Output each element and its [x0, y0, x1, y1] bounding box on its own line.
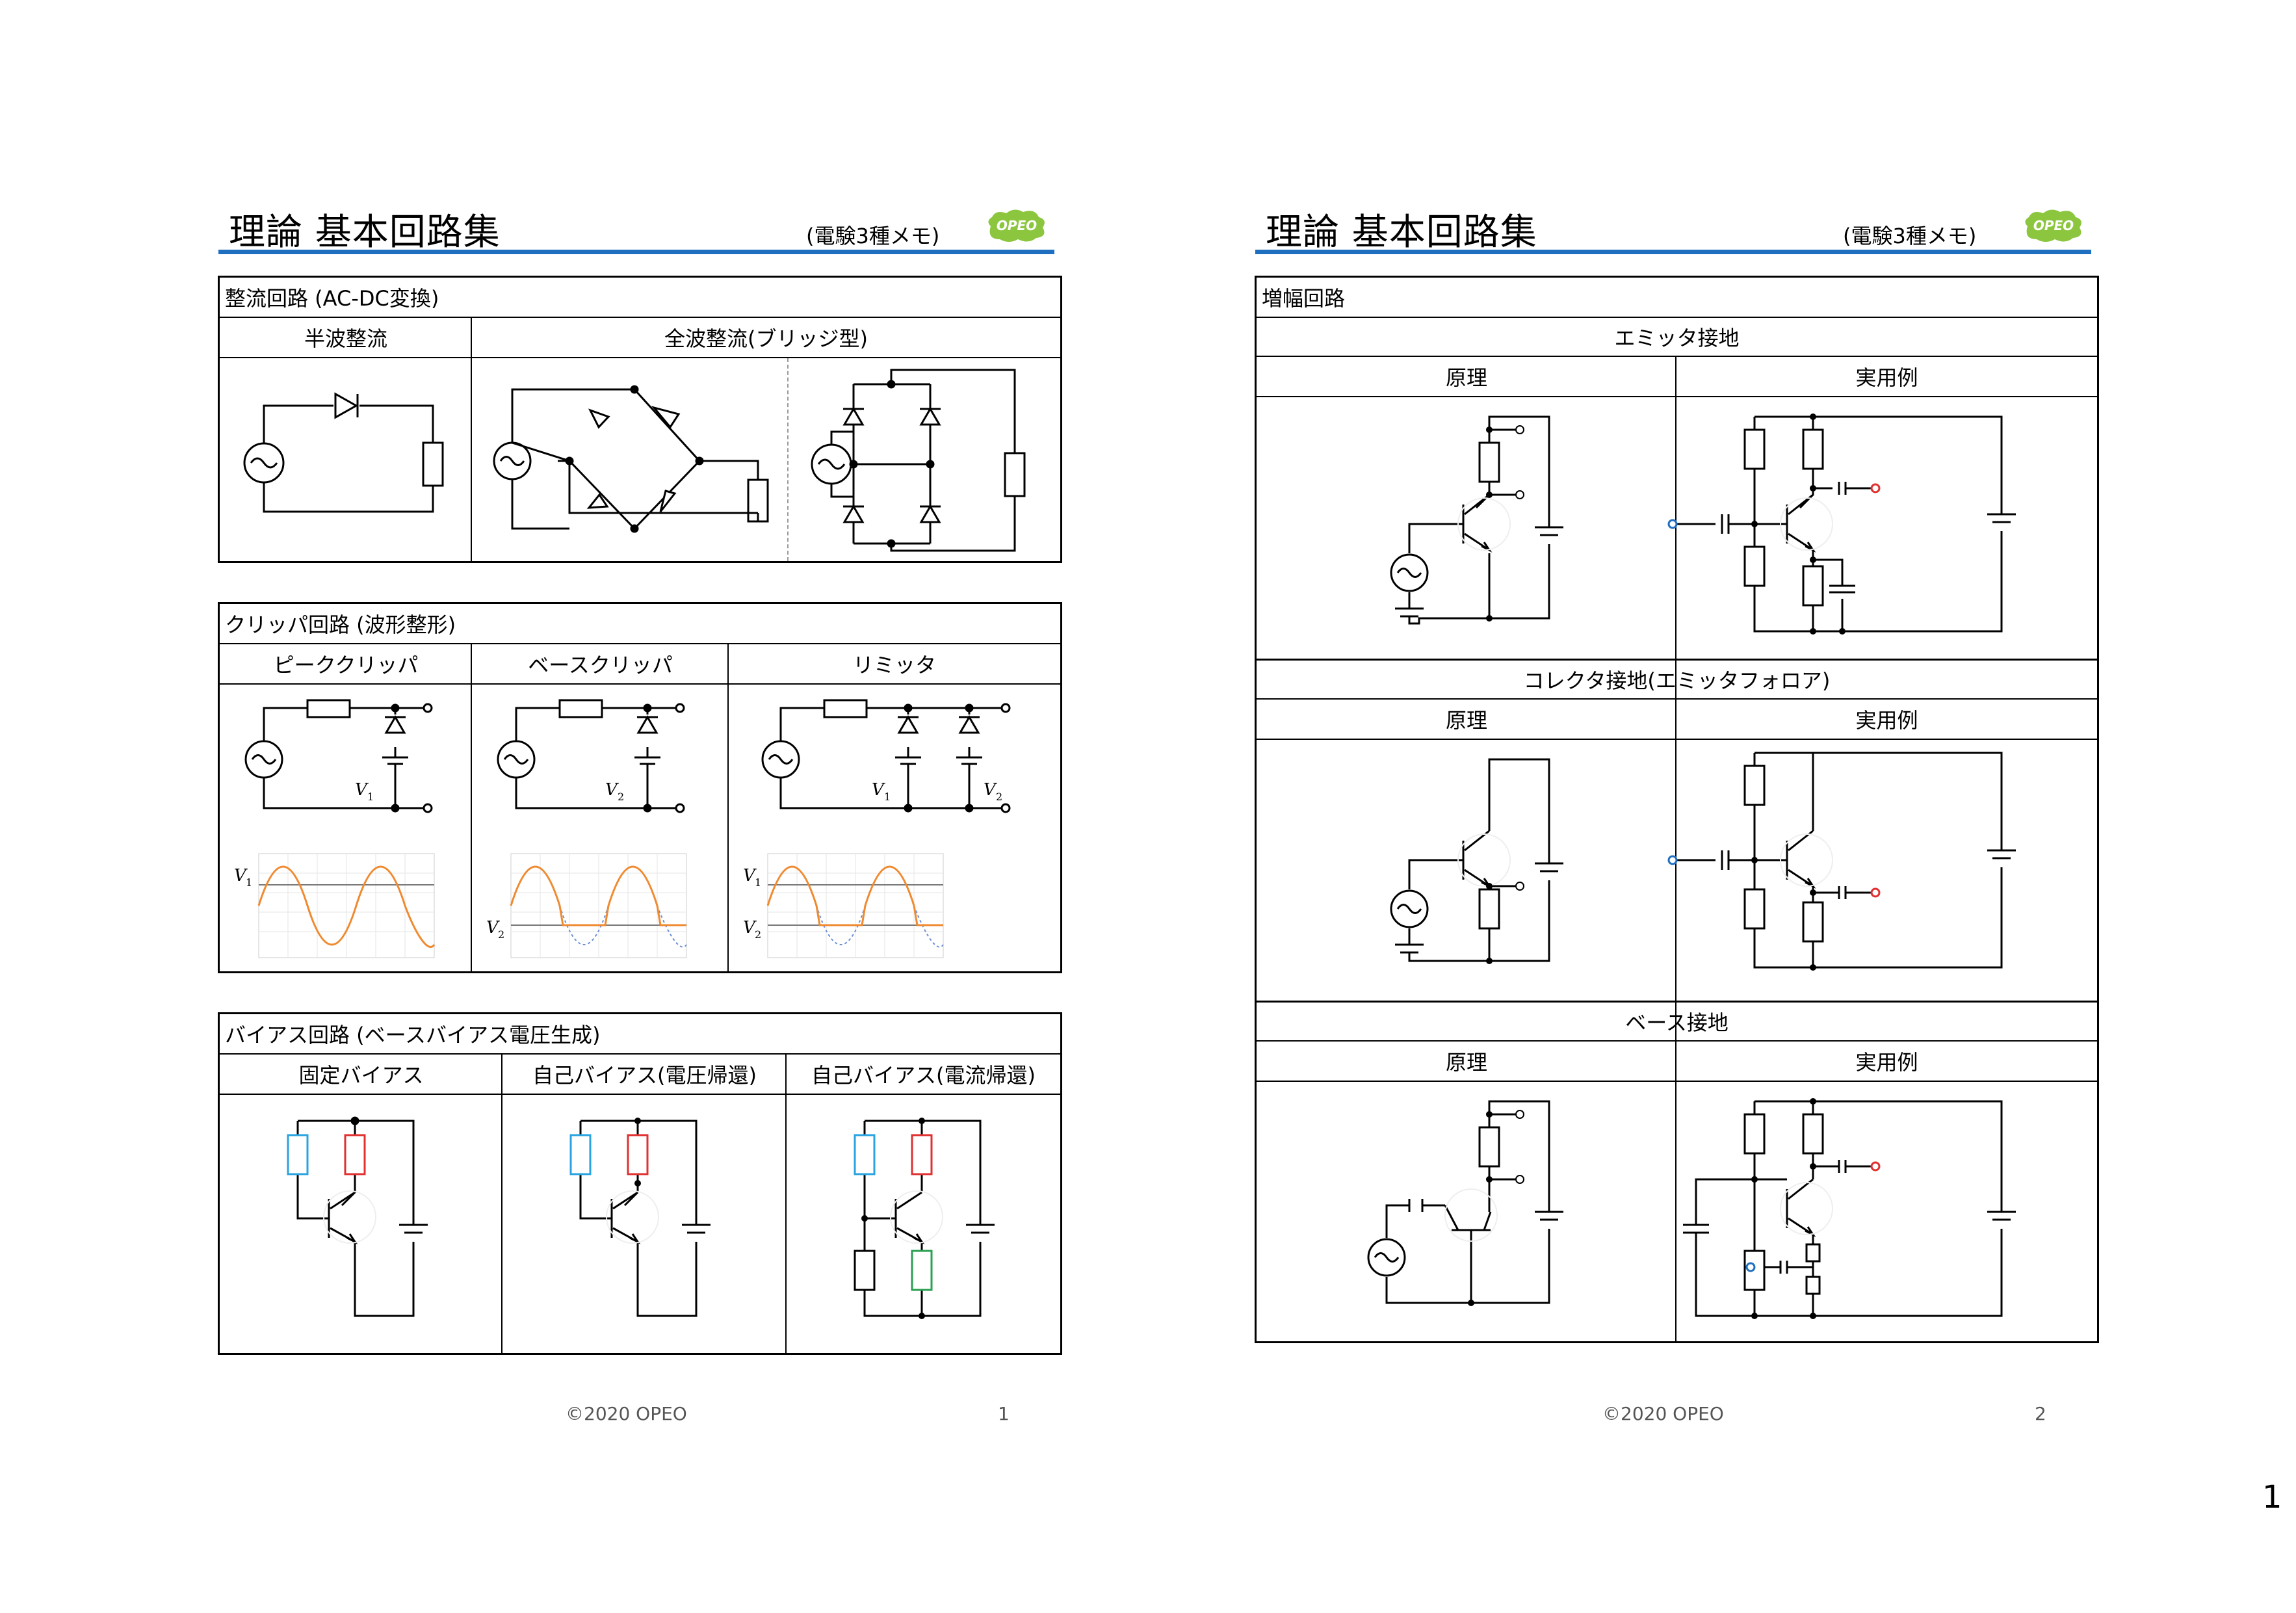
svg-text:V: V — [984, 780, 997, 800]
page-title: 理論 基本回路集 — [229, 211, 501, 254]
emitter-principle-diagram — [1390, 415, 1563, 625]
col-half-wave: 半波整流 — [220, 318, 472, 358]
svg-text:V: V — [872, 780, 885, 800]
copyright: ©2020 OPEO — [1602, 1403, 1724, 1424]
copyright: ©2020 OPEO — [566, 1403, 687, 1424]
opeo-logo: OPEO — [2025, 209, 2081, 242]
limiter-diagram: V 1 V 2 V 1 V 2 — [743, 699, 1011, 958]
col-self-bias-voltage: 自己バイアス(電圧帰還) — [502, 1055, 787, 1095]
title-rule — [1255, 250, 2091, 254]
emitter-example-diagram — [1667, 413, 2016, 635]
clipper-section: クリッパ回路 (波形整形) ピーククリッパ ベースクリッパ リミッタ V 1 — [218, 602, 1062, 973]
section-title: 整流回路 (AC-DC変換) — [220, 278, 1060, 318]
col-example: 実用例 — [1676, 357, 2097, 397]
svg-text:V: V — [486, 918, 500, 938]
bias-section: バイアス回路 (ベースバイアス電圧生成) 固定バイアス 自己バイアス(電圧帰還)… — [218, 1012, 1062, 1355]
col-full-wave: 全波整流(ブリッジ型) — [472, 318, 1060, 358]
fixed-bias-diagram — [287, 1116, 428, 1317]
svg-text:1: 1 — [367, 791, 374, 803]
section-title: クリッパ回路 (波形整形) — [220, 604, 1060, 644]
sheet-number: 1 — [2262, 1479, 2282, 1515]
collector-grounded-header: コレクタ接地(エミッタフォロア) — [1257, 661, 2097, 700]
section-title: バイアス回路 (ベースバイアス電圧生成) — [220, 1014, 1060, 1055]
base-principle-diagram — [1367, 1100, 1563, 1306]
page-number: 2 — [2035, 1403, 2046, 1424]
base-clipper-waveform — [510, 853, 687, 958]
logo-text: OPEO — [997, 218, 1037, 233]
svg-text:2: 2 — [618, 791, 624, 803]
bridge-rectifier-diamond-diagram — [493, 385, 769, 533]
peak-clipper-diagram: V 1 V 1 — [234, 699, 436, 958]
self-bias-voltage-feedback-diagram — [569, 1118, 711, 1317]
emitter-grounded-header: エミッタ接地 — [1257, 318, 2097, 357]
base-clipper-diagram: V 2 V 2 — [486, 699, 687, 958]
svg-text:V: V — [743, 918, 757, 938]
col-principle: 原理 — [1257, 357, 1676, 397]
svg-text:V: V — [234, 866, 248, 885]
col-base-clipper: ベースクリッパ — [472, 644, 729, 685]
col-principle: 原理 — [1257, 1042, 1676, 1082]
svg-text:2: 2 — [498, 928, 504, 941]
col-peak-clipper: ピーククリッパ — [220, 644, 472, 685]
logo-text: OPEO — [2033, 218, 2074, 233]
section-title: 増幅回路 — [1257, 278, 2097, 318]
page-subtitle: (電験3種メモ) — [1843, 224, 1977, 248]
svg-text:2: 2 — [755, 928, 761, 941]
page-title: 理論 基本回路集 — [1266, 211, 1537, 254]
page-number: 1 — [998, 1403, 1010, 1424]
svg-text:1: 1 — [884, 791, 891, 803]
svg-text:2: 2 — [996, 791, 1002, 803]
svg-text:1: 1 — [246, 876, 252, 889]
col-example: 実用例 — [1676, 700, 2097, 740]
bridge-rectifier-square-diagram — [811, 369, 1026, 552]
amplifier-section: 増幅回路 エミッタ接地 原理 実用例 コレクタ接地(エミッタフォロア) 原理 実… — [1255, 276, 2099, 1343]
collector-example-diagram — [1667, 752, 2016, 971]
base-example-diagram — [1683, 1098, 2016, 1319]
col-fixed-bias: 固定バイアス — [220, 1055, 502, 1095]
page-subtitle: (電験3種メモ) — [806, 224, 940, 248]
col-principle: 原理 — [1257, 700, 1676, 740]
base-grounded-header: ベース接地 — [1257, 1003, 2097, 1042]
half-wave-rectifier-diagram — [243, 392, 444, 513]
col-self-bias-current: 自己バイアス(電流帰還) — [787, 1055, 1060, 1095]
opeo-logo: OPEO — [988, 209, 1045, 242]
col-example: 実用例 — [1676, 1042, 2097, 1082]
svg-text:V: V — [743, 866, 757, 885]
limiter-waveform — [766, 853, 944, 958]
rectifier-section: 整流回路 (AC-DC変換) 半波整流 全波整流(ブリッジ型) — [218, 276, 1062, 563]
svg-text:V: V — [355, 780, 369, 800]
page-1: 理論 基本回路集 (電験3種メモ) OPEO 整流回路 (AC-DC変換) 半波… — [218, 209, 1062, 1424]
page-2: 理論 基本回路集 (電験3種メモ) OPEO 増幅回路 エミッタ接地 原理 実用… — [1037, 0, 2185, 1613]
svg-text:V: V — [605, 780, 619, 800]
col-limiter: リミッタ — [729, 644, 1060, 685]
title-rule — [218, 250, 1054, 254]
self-bias-current-feedback-diagram — [854, 1118, 995, 1319]
peak-clipper-waveform — [257, 853, 436, 958]
collector-principle-diagram — [1390, 758, 1563, 964]
svg-text:1: 1 — [755, 876, 761, 889]
